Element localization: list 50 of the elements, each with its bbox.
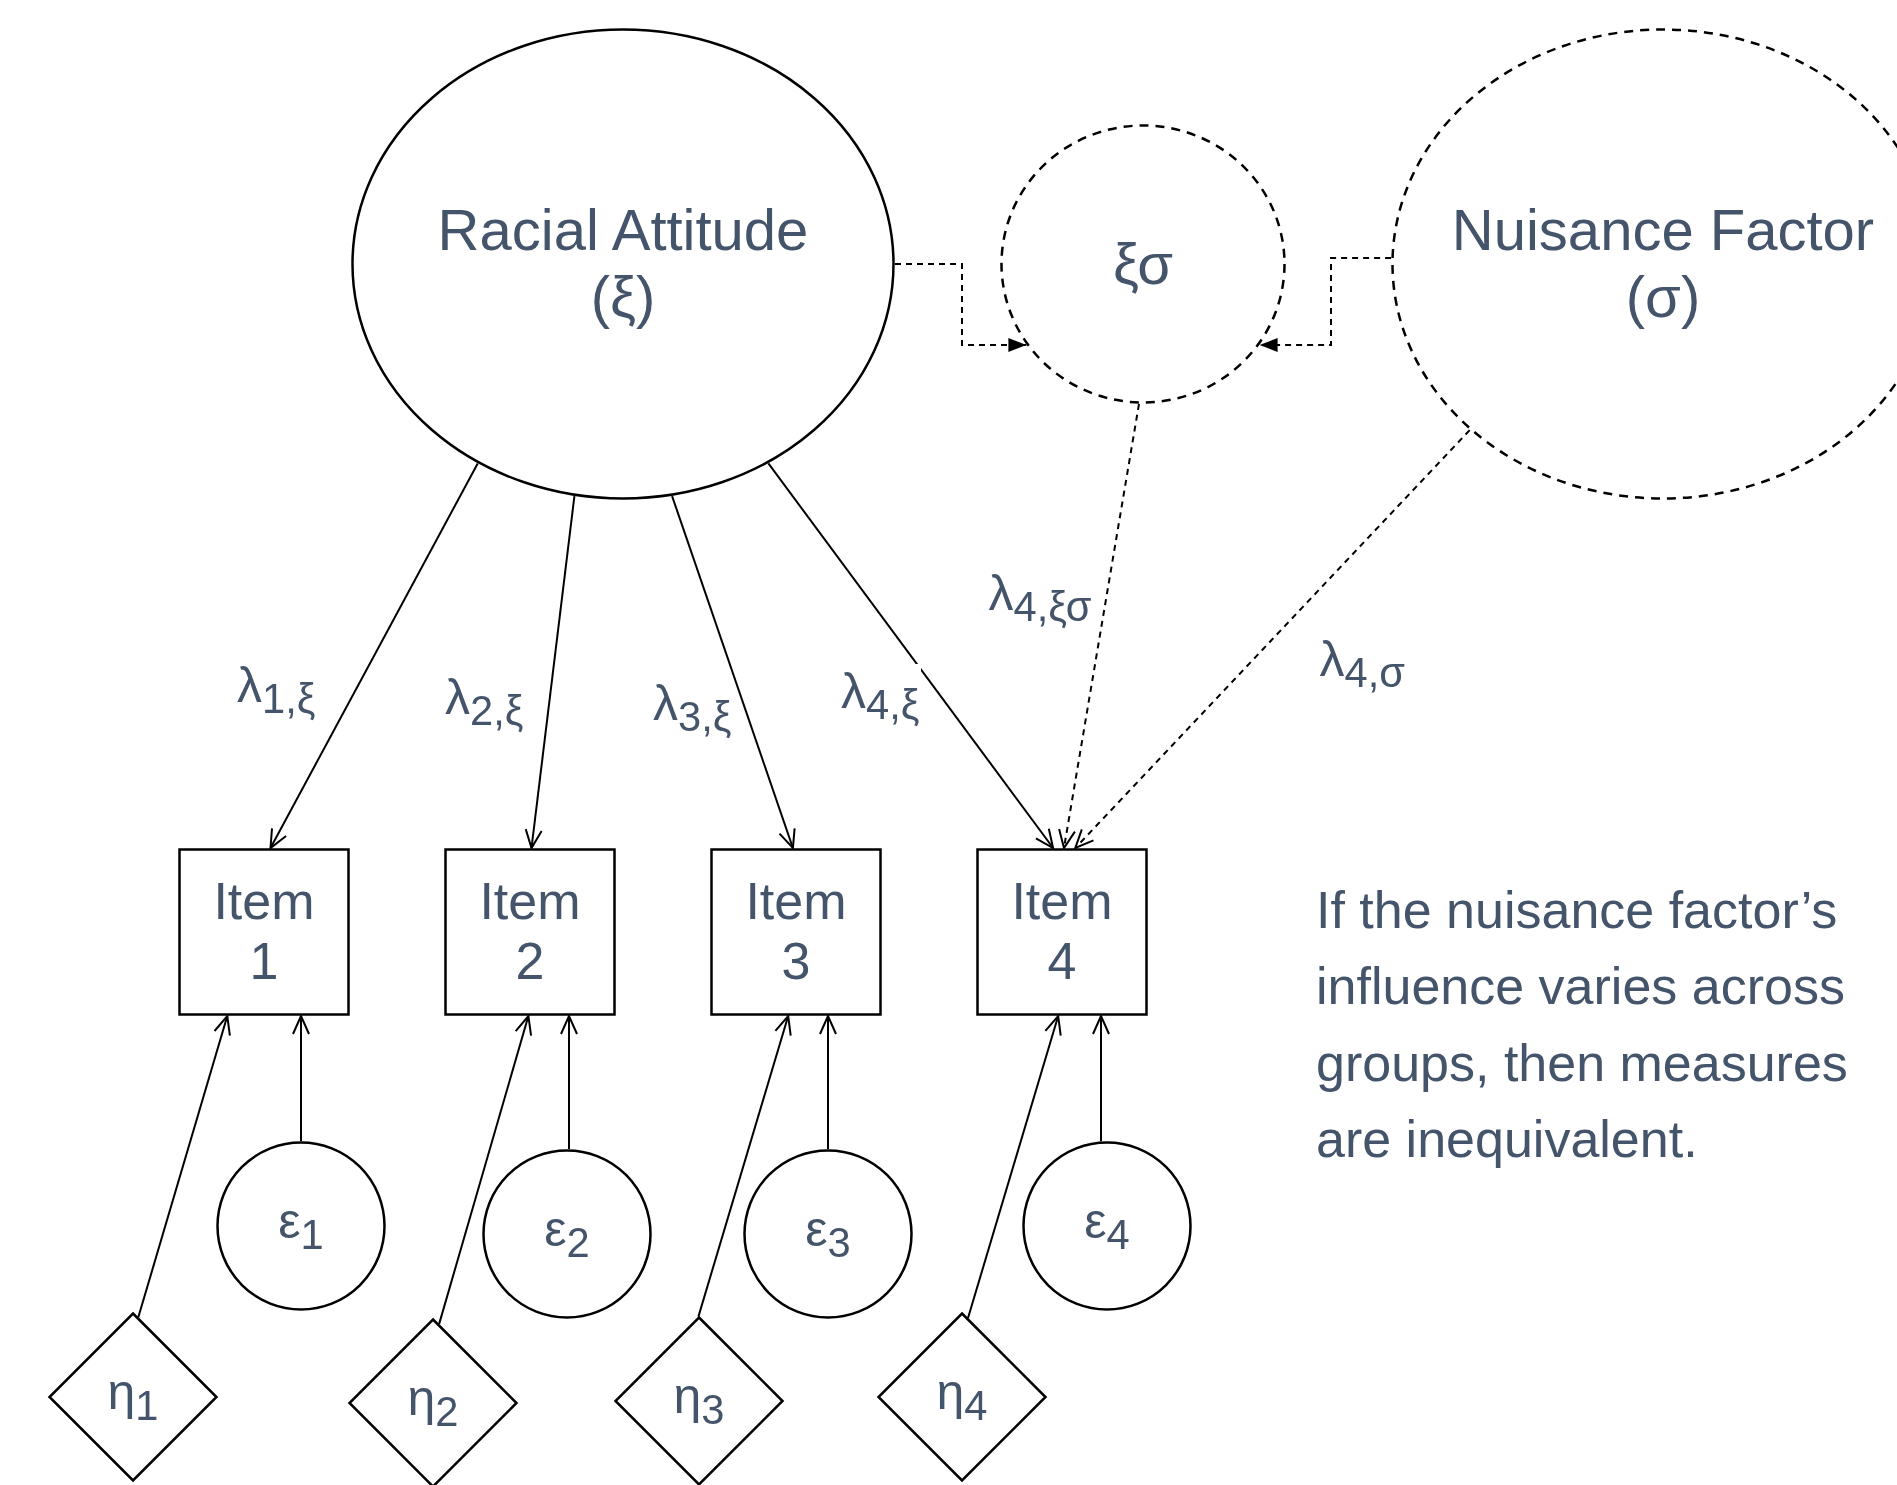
arrow [292,1015,310,1142]
dashed-arrow [894,263,1028,352]
arrow [671,495,796,849]
dashed-arrow [1074,429,1471,849]
item-box [976,848,1148,1016]
node-label: Racial Attitude [437,197,809,264]
interaction-factor-circle [1000,124,1286,404]
item-box [178,848,350,1016]
node-label: η$_{4}$ [936,1364,988,1430]
edge-label: λ$_{3,ξ}$ [651,676,734,740]
node-label: (ξ) [590,264,656,331]
dashed-arrow [1058,402,1140,849]
node-label: ε$_{2}$ [544,1201,590,1267]
item-box [444,848,616,1016]
node-label: ε$_{4}$ [1084,1193,1130,1259]
arrow [967,1015,1062,1319]
arrow [819,1015,837,1150]
error-circle [743,1149,913,1319]
node-label: ε$_{3}$ [805,1201,851,1267]
disturbance-diamond [48,1312,218,1482]
disturbance-diamond [614,1316,784,1485]
edge-label: λ$_{4,ξ}$ [839,664,922,728]
disturbance-diamond [877,1312,1047,1482]
disturbance-diamond [348,1318,518,1485]
node-label: ξσ [1112,230,1174,298]
node-label: Item 4 [1010,872,1114,992]
error-circle [216,1141,386,1311]
node-label: Nuisance Factor [1451,197,1875,264]
arrow [1092,1015,1110,1143]
arrow [697,1015,792,1318]
arrow [767,462,1055,849]
node-label: η$_{3}$ [673,1368,725,1434]
note-text: If the nuisance factor’s influence varies across groups, then measures are inequivalent. [1316,880,1849,1171]
latent-factor-ellipse [351,28,895,500]
node-label: (σ) [1625,264,1701,331]
node-label: η$_{2}$ [407,1370,459,1436]
node-label: ε$_{1}$ [278,1193,324,1259]
node-label: Item 3 [744,872,848,992]
error-circle [1022,1141,1192,1311]
arrow [269,462,479,849]
arrow [137,1015,231,1319]
node-label: Item 2 [478,872,582,992]
item-box [710,848,882,1016]
error-circle [482,1149,652,1319]
arrow [524,495,576,849]
arrow [438,1015,533,1326]
node-label: Item 1 [212,872,316,992]
arrow [560,1015,578,1150]
node-label: η$_{1}$ [107,1364,159,1430]
dashed-arrow [1258,257,1393,352]
